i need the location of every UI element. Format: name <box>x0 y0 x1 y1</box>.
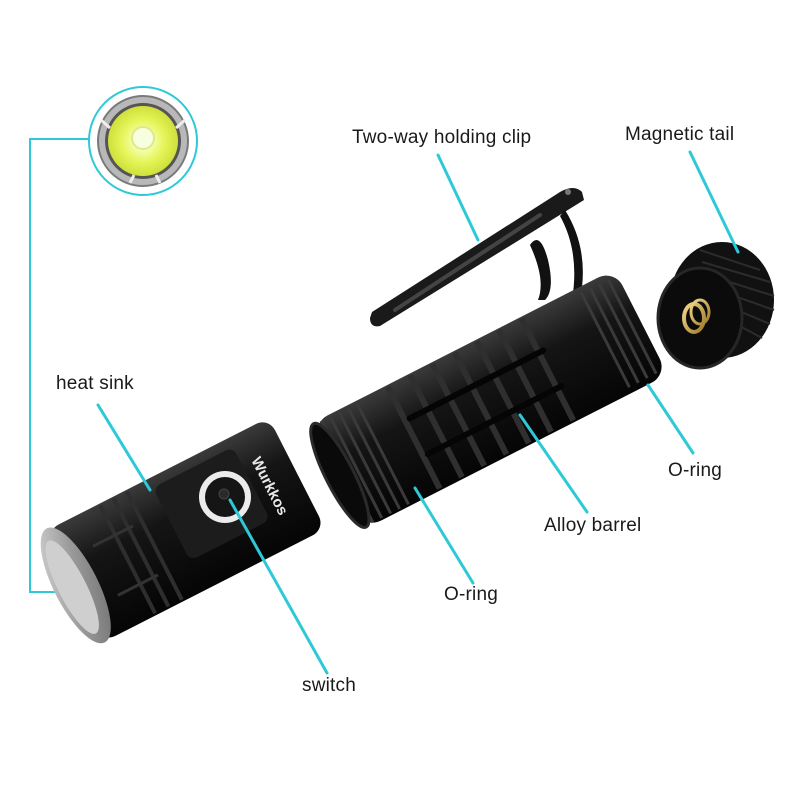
label-magnetic-tail: Magnetic tail <box>625 124 735 145</box>
oring-right-leader-line <box>646 383 695 455</box>
label-holding-clip: Two-way holding clip <box>352 127 532 148</box>
clip-leader-line <box>436 153 480 242</box>
led-leader-line <box>29 138 90 593</box>
side-switch <box>199 471 251 523</box>
holding-clip <box>370 188 584 327</box>
label-alloy-barrel: Alloy barrel <box>544 515 642 536</box>
barrel-leader-line <box>518 413 589 514</box>
heat-sink-leader-line <box>96 403 152 492</box>
flashlight-head: Wurkkos <box>40 422 321 644</box>
oring-left-leader-line <box>413 486 475 585</box>
switch-leader-line <box>228 498 329 675</box>
tail-leader-line <box>688 150 740 254</box>
led-inset <box>88 86 198 196</box>
label-oring-left: O-ring <box>444 584 498 605</box>
label-switch: switch <box>302 675 356 696</box>
magnetic-tail-cap <box>656 242 775 370</box>
alloy-barrel <box>309 275 662 529</box>
label-heat-sink: heat sink <box>56 373 134 394</box>
label-oring-right: O-ring <box>668 460 722 481</box>
